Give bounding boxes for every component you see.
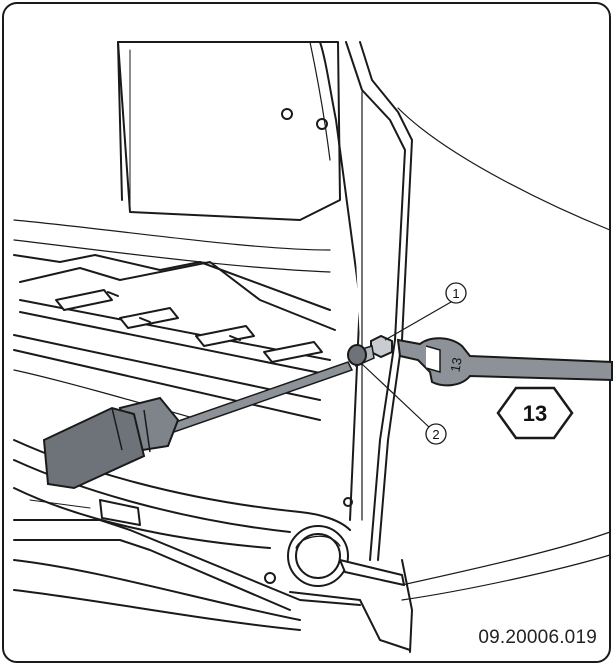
wrench-tool: 13: [396, 337, 613, 387]
tool-size-badge: 13: [496, 386, 574, 440]
screwdriver-tool: [42, 361, 354, 490]
bolt-part-2: [347, 344, 367, 366]
panel-hole-left: [281, 108, 293, 120]
base-screw: [264, 572, 276, 584]
tool-size-label: 13: [523, 401, 547, 426]
figure-reference: 09.20006.019: [478, 627, 597, 648]
hinge-screw: [343, 497, 353, 507]
callout-label-1: 1: [452, 286, 459, 301]
wrench-body: [396, 337, 613, 387]
callout-2: 2: [361, 363, 447, 445]
fastener-assembly: [347, 334, 393, 368]
machine-body: [13, 41, 611, 653]
nut-part-1: [370, 334, 393, 359]
wrench-stamp: 13: [447, 356, 464, 373]
callout-1: 1: [384, 282, 467, 341]
panel-hole-right: [316, 118, 328, 130]
callout-label-2: 2: [432, 427, 439, 442]
hexagon-icon: [496, 386, 574, 440]
